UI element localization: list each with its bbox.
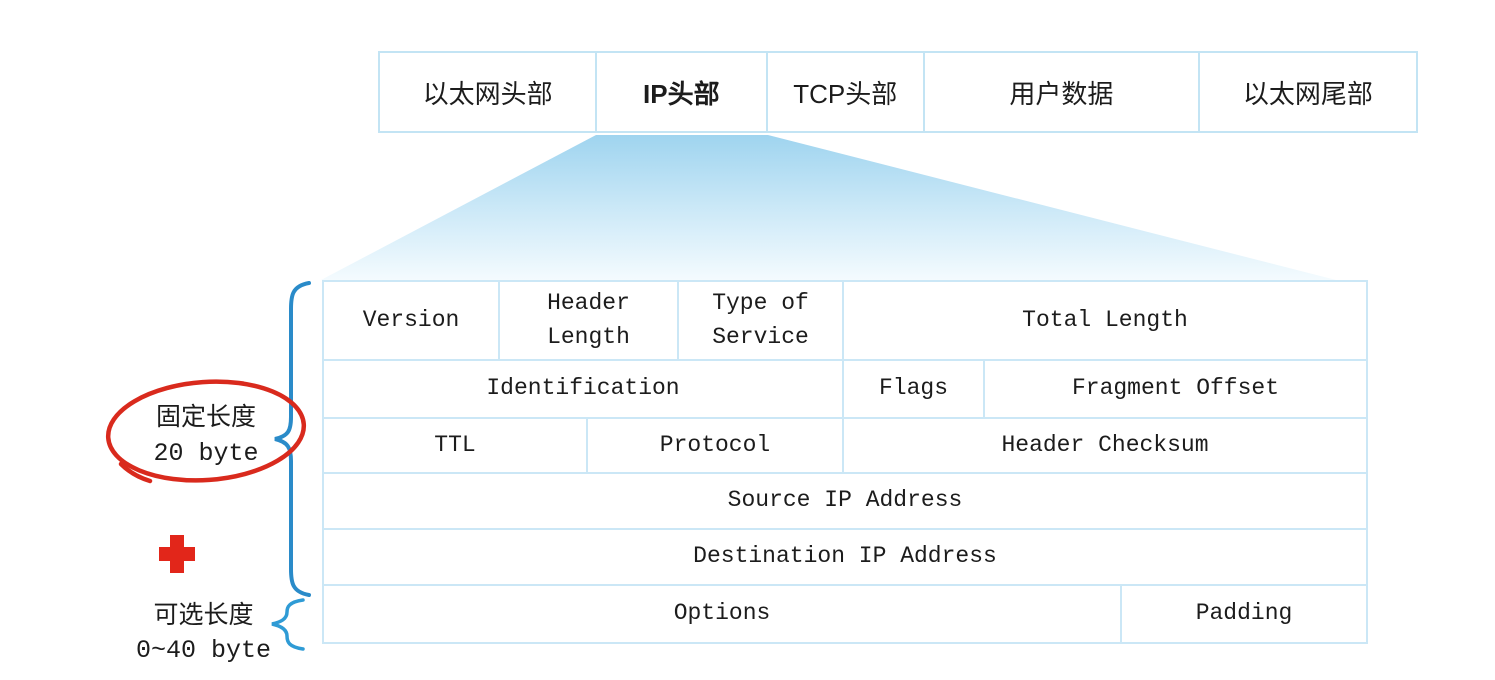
table-row: TTL Protocol Header Checksum (324, 419, 1366, 474)
cell-padding: Padding (1195, 600, 1293, 627)
ethernet-frame-row: 以太网头部 IP头部 TCP头部 用户数据 以太网尾部 (378, 51, 1418, 133)
cell-fragment-offset: Fragment Offset (1071, 375, 1280, 402)
cell-protocol: Protocol (588, 419, 844, 472)
expansion-funnel-shape (321, 135, 1336, 280)
fixed-length-annotation: 固定长度 20 byte (106, 401, 306, 471)
optional-length-value: 0~40 byte (135, 636, 272, 665)
table-row: Identification Flags Fragment Offset (324, 361, 1366, 419)
cell-header-checksum: Header Checksum (1001, 431, 1209, 458)
fixed-length-label: 固定长度 (155, 404, 256, 433)
cell-options: Options (324, 586, 1122, 642)
cell-source-ip-address: Source IP Address (727, 487, 963, 514)
frame-cell-ethernet-header: 以太网头部 (380, 53, 598, 131)
table-row: Version Header Length Type of Service To… (324, 282, 1366, 361)
table-row: Options Padding (324, 586, 1366, 642)
ip-header-table: Version Header Length Type of Service To… (322, 280, 1368, 644)
frame-cell-ethernet-trailer: 以太网尾部 (1199, 53, 1416, 131)
table-row: Source IP Address (324, 474, 1366, 530)
optional-length-label: 可选长度 (153, 602, 254, 631)
cell-total-length: Total Length (1022, 306, 1188, 333)
cell-destination-ip-address: Destination IP Address (693, 543, 997, 570)
cell-version: Version (324, 282, 500, 359)
frame-cell-user-data: 用户数据 (924, 53, 1200, 131)
table-row: Destination IP Address (324, 530, 1366, 586)
cell-header-length: Header Length (500, 282, 679, 359)
frame-cell-tcp-header: TCP头部 (767, 53, 925, 131)
red-plus-icon (159, 535, 195, 573)
cell-flags: Flags (844, 361, 985, 417)
cell-ttl: TTL (324, 419, 588, 472)
cell-type-of-service: Type of Service (679, 282, 844, 359)
cell-identification: Identification (324, 361, 844, 417)
optional-length-annotation: 可选长度 0~40 byte (96, 600, 311, 668)
fixed-length-value: 20 byte (153, 439, 259, 468)
frame-cell-ip-header: IP头部 (597, 53, 768, 131)
